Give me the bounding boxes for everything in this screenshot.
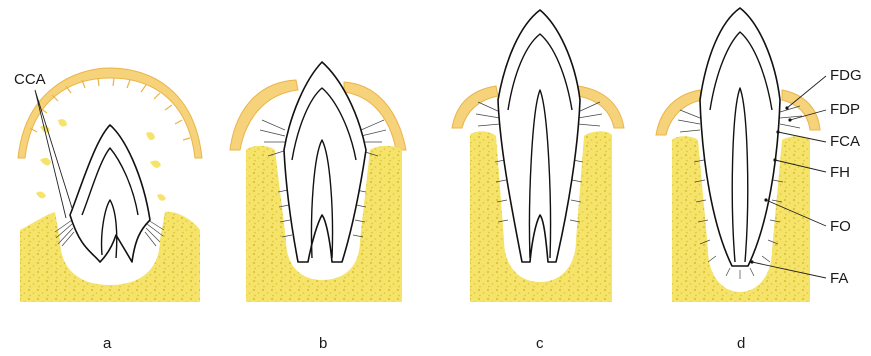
label-cca: CCA	[14, 71, 46, 88]
panel-label-b: b	[319, 335, 327, 352]
tooth-crown-a	[70, 125, 150, 262]
panel-b: b	[230, 62, 406, 352]
label-fca: FCA	[830, 133, 860, 150]
label-fo: FO	[830, 218, 851, 235]
gingiva-left-d	[656, 90, 702, 135]
panel-label-c: c	[536, 335, 544, 352]
panel-label-d: d	[737, 335, 745, 352]
tooth-d	[700, 8, 780, 266]
panel-a: CCA a	[14, 68, 202, 352]
gingiva-right-c	[578, 86, 624, 128]
gingiva-left-c	[452, 86, 498, 128]
leader-cca	[35, 90, 72, 218]
panel-c: c	[452, 10, 624, 352]
label-fdp: FDP	[830, 101, 860, 118]
label-fdg: FDG	[830, 67, 862, 84]
tooth-c	[498, 10, 580, 262]
label-fh: FH	[830, 164, 850, 181]
panel-label-a: a	[103, 335, 112, 352]
label-fa: FA	[830, 270, 848, 287]
panel-d: FDG FDP FCA FH FO FA d	[656, 8, 862, 352]
